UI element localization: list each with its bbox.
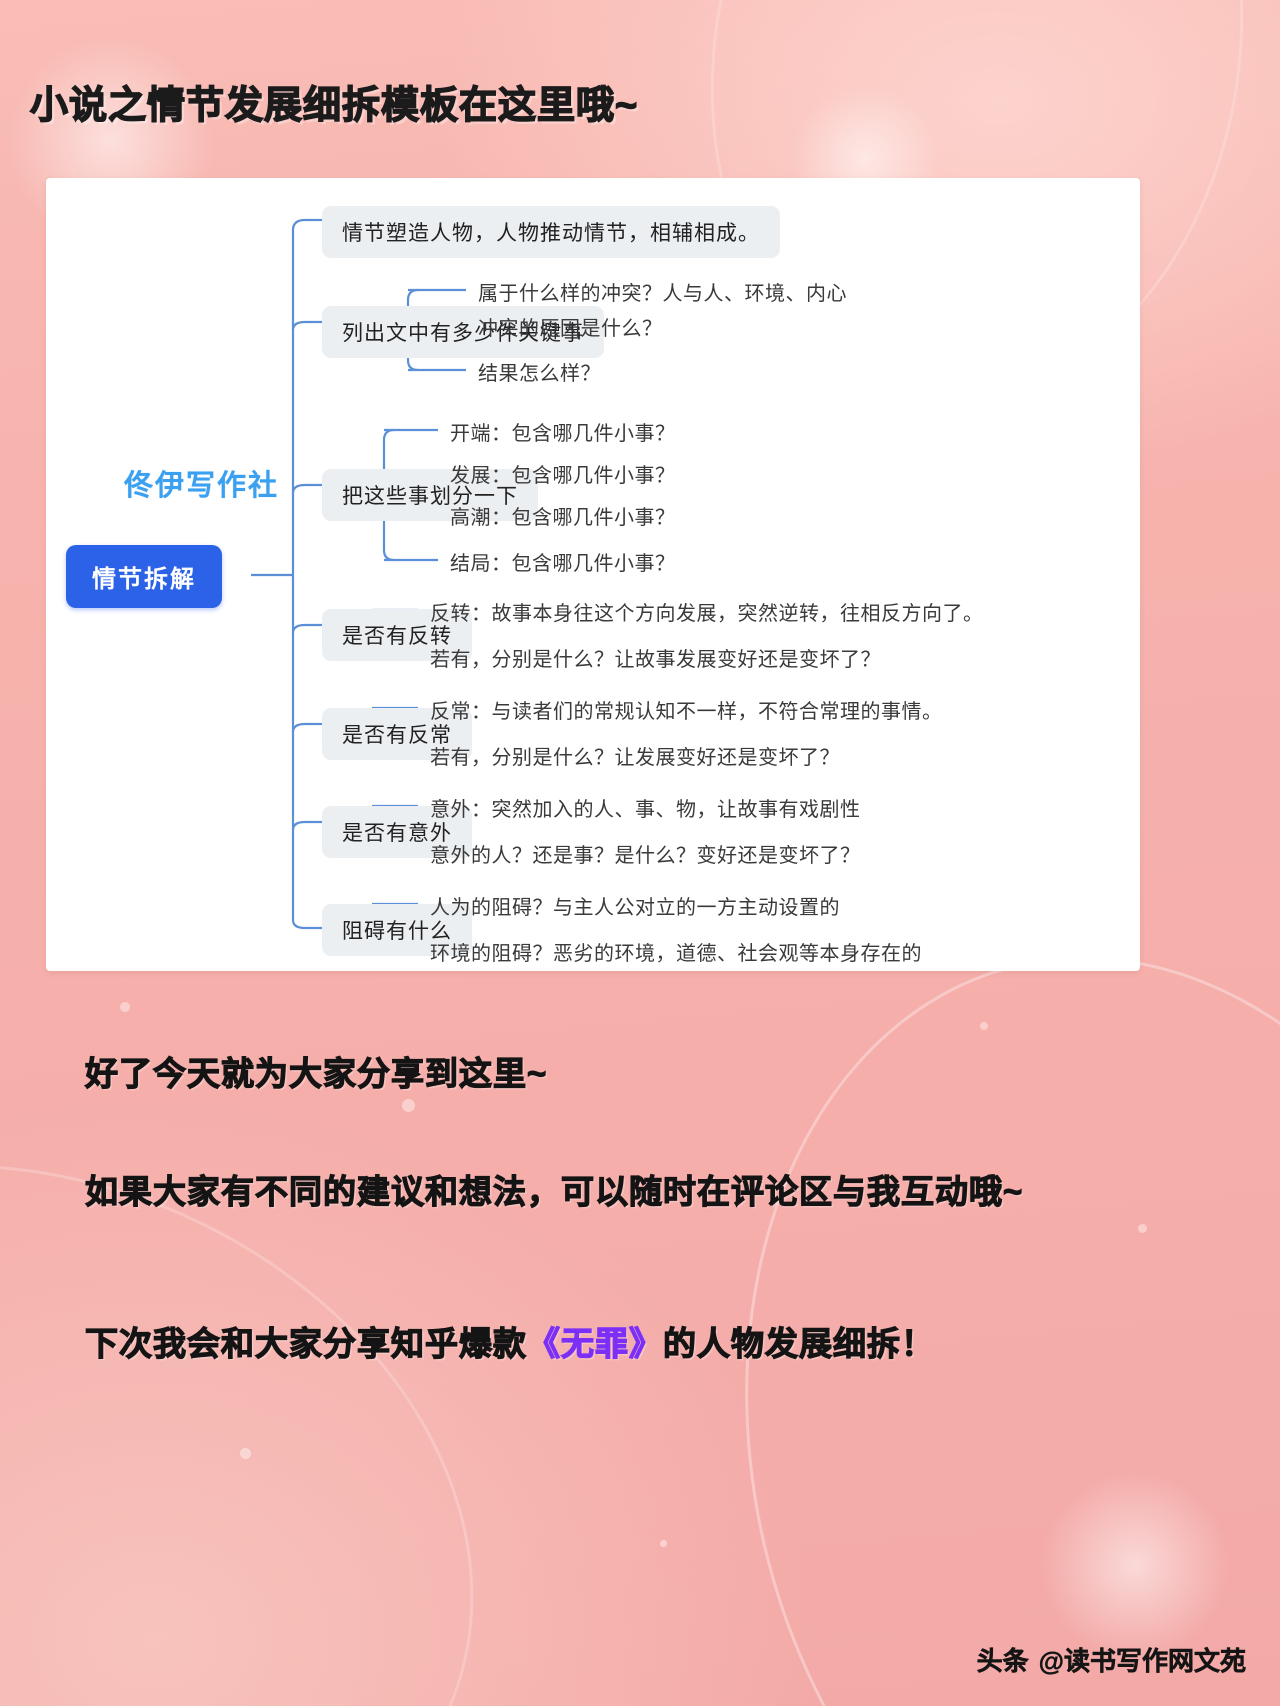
closing-line-3: 下次我会和大家分享知乎爆款《无罪》的人物发展细拆！ bbox=[84, 1320, 1145, 1368]
mindmap-node-branch-1[interactable]: 情节塑造人物，人物推动情节，相辅相成。 bbox=[322, 206, 780, 258]
dot-2 bbox=[1138, 1224, 1147, 1233]
dot-1 bbox=[402, 1099, 415, 1112]
mindmap-leaf-2-1[interactable]: 属于什么样的冲突？人与人、环境、内心 bbox=[478, 283, 847, 305]
mindmap-node-branch-4[interactable]: 是否有反转 bbox=[322, 609, 472, 661]
mindmap-leaf-7-2[interactable]: 环境的阻碍？恶劣的环境，道德、社会观等本身存在的 bbox=[430, 943, 922, 965]
mindmap-root-node[interactable]: 情节拆解 bbox=[66, 545, 222, 608]
glow-blob-3 bbox=[1040, 1470, 1230, 1660]
mindmap-leaf-5-2[interactable]: 若有，分别是什么？让发展变好还是变坏了？ bbox=[430, 747, 840, 769]
mindmap-node-branch-6[interactable]: 是否有意外 bbox=[322, 806, 472, 858]
account-handle: @读书写作网文苑 bbox=[1038, 1646, 1246, 1677]
mindmap-node-branch-5[interactable]: 是否有反常 bbox=[322, 708, 472, 760]
mindmap-leaf-4-1[interactable]: 反转：故事本身往这个方向发展，突然逆转，往相反方向了。 bbox=[430, 603, 984, 625]
mindmap-node-branch-3[interactable]: 把这些事划分一下 bbox=[322, 469, 538, 521]
mindmap-card: 佟伊写作社 情节拆解 情节塑造人物，人物推动情节，相辅相成。 列出文中有多少件关… bbox=[46, 178, 1140, 971]
mindmap-leaf-2-2[interactable]: 冲突的原因是什么？ bbox=[478, 318, 663, 340]
mindmap-watermark: 佟伊写作社 bbox=[124, 470, 280, 502]
mindmap-leaf-5-1[interactable]: 反常：与读者们的常规认知不一样，不符合常理的事情。 bbox=[430, 701, 943, 723]
mindmap-leaf-7-1[interactable]: 人为的阻碍？与主人公对立的一方主动设置的 bbox=[430, 897, 840, 919]
mindmap-leaf-6-2[interactable]: 意外的人？还是事？是什么？变好还是变坏了？ bbox=[430, 845, 861, 867]
closing-line-2: 如果大家有不同的建议和想法，可以随时在评论区与我互动哦~ bbox=[84, 1172, 1024, 1210]
dot-4 bbox=[980, 1022, 988, 1030]
dot-5 bbox=[120, 1002, 130, 1012]
page-title: 小说之情节发展细拆模板在这里哦~ bbox=[29, 84, 639, 128]
dot-6 bbox=[660, 1540, 667, 1547]
dot-3 bbox=[240, 1448, 251, 1459]
mindmap-node-branch-2[interactable]: 列出文中有多少件关键事 bbox=[322, 306, 604, 358]
mindmap-leaf-4-2[interactable]: 若有，分别是什么？让故事发展变好还是变坏了？ bbox=[430, 649, 881, 671]
mindmap-leaf-6-1[interactable]: 意外：突然加入的人、事、物，让故事有戏剧性 bbox=[430, 799, 861, 821]
platform-logo: 头条 bbox=[976, 1646, 1029, 1677]
closing-line-3-pre: 下次我会和大家分享知乎爆款 bbox=[84, 1324, 527, 1362]
mindmap-leaf-3-3[interactable]: 高潮：包含哪几件小事？ bbox=[450, 507, 676, 529]
mindmap-leaf-3-2[interactable]: 发展：包含哪几件小事？ bbox=[450, 465, 676, 487]
closing-line-3-post: 的人物发展细拆！ bbox=[662, 1324, 935, 1362]
mindmap-leaf-3-4[interactable]: 结局：包含哪几件小事？ bbox=[450, 553, 676, 575]
mindmap-leaf-3-1[interactable]: 开端：包含哪几件小事？ bbox=[450, 423, 676, 445]
novel-title-highlight: 《无罪》 bbox=[526, 1324, 663, 1362]
mindmap-node-branch-7[interactable]: 阻碍有什么 bbox=[322, 904, 472, 956]
mindmap-leaf-2-3[interactable]: 结果怎么样？ bbox=[478, 363, 601, 385]
footer-attribution: 头条 @读书写作网文苑 bbox=[976, 1641, 1246, 1678]
closing-line-1: 好了今天就为大家分享到这里~ bbox=[84, 1054, 548, 1092]
